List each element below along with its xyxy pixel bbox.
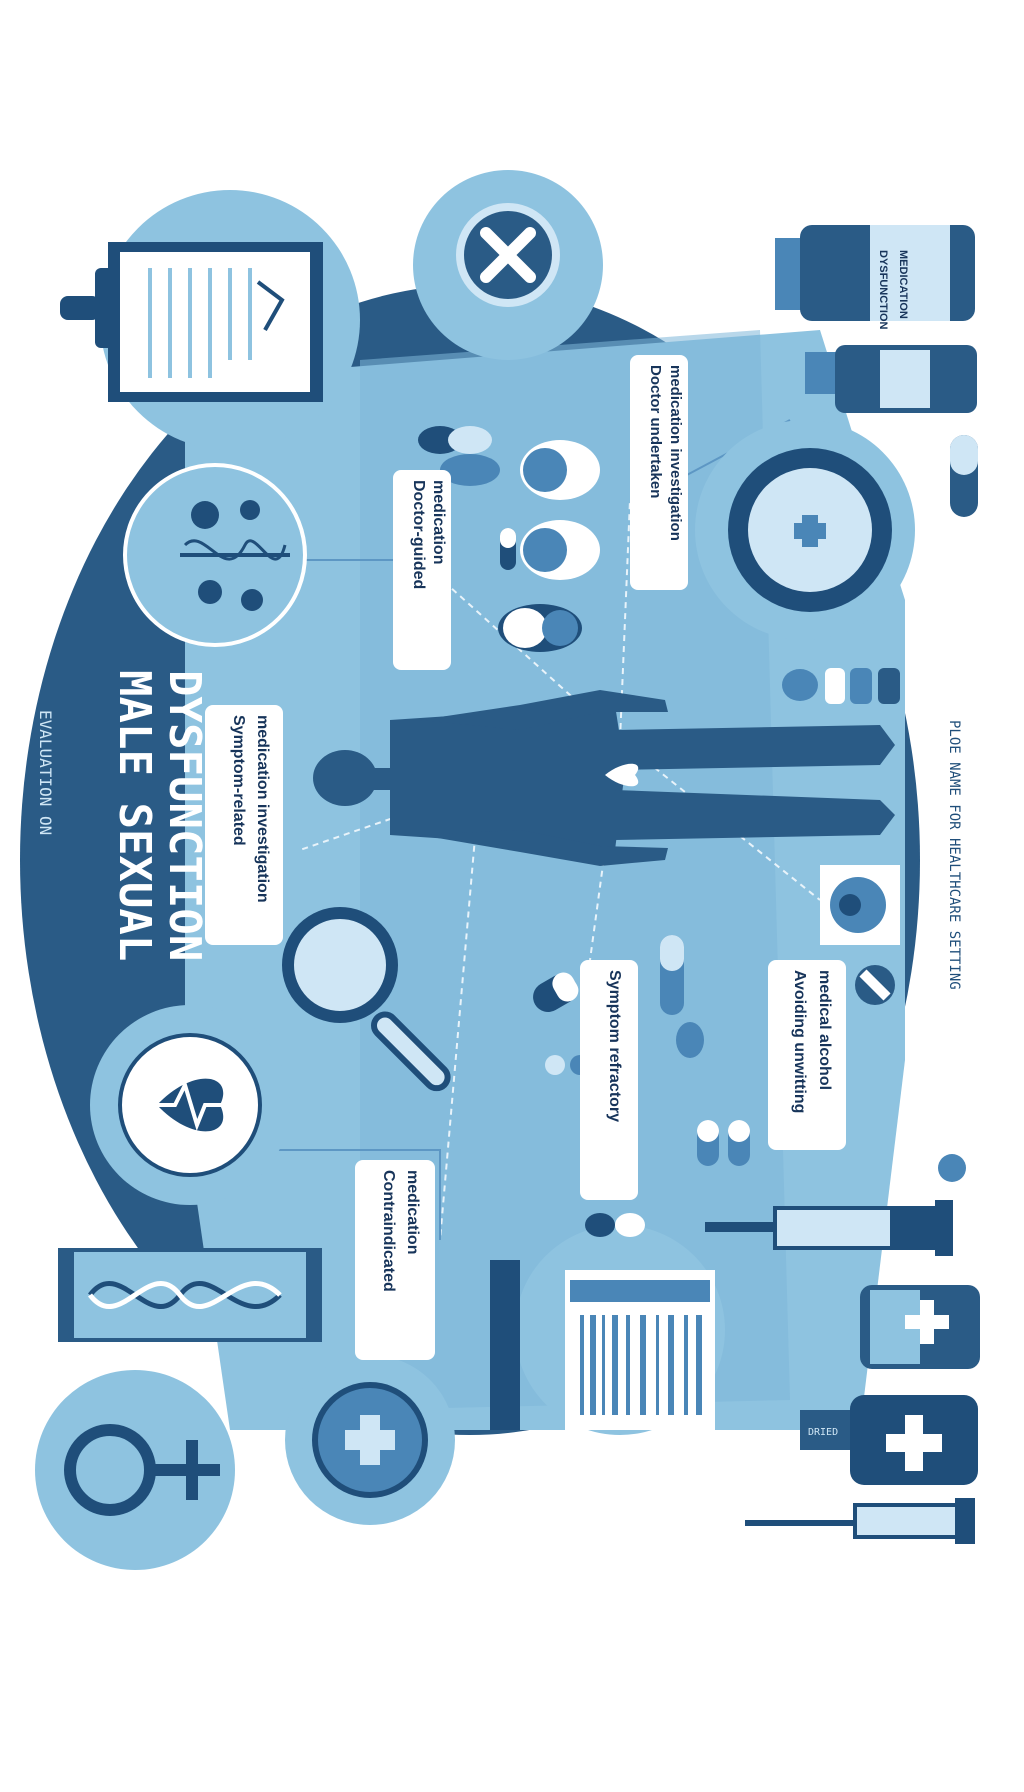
label-symptom-refractory-line1: Symptom refractory: [606, 970, 623, 1122]
label-avoiding-alcohol: Avoiding unwitting medical alcohol: [768, 960, 846, 1150]
label-contraindicated: Contraindicated medication: [355, 1160, 435, 1360]
human-silhouette-icon: [313, 690, 895, 866]
bottle-label-1: DYSFUNCTION: [877, 250, 889, 330]
label-contraindicated-line2: medication: [404, 1170, 421, 1254]
label-doctor-undertaken: Doctor undertaken medication investigati…: [630, 355, 688, 590]
bottle-label-2: MEDICATION: [897, 250, 909, 319]
label-avoiding-alcohol-line1: Avoiding unwitting: [791, 970, 808, 1113]
right-pill-icon: [855, 965, 895, 1005]
label-symptom-medication: Symptom-related medication investigation: [205, 705, 283, 945]
heartbeat-icon: [150, 1078, 232, 1132]
inner-panel-shade: [360, 330, 790, 1410]
cross-bottle-icon: [860, 1285, 980, 1369]
title-line1: MALE SEXUAL: [109, 670, 160, 961]
title-block: EVALUATION ON MALE SEXUAL DYSFUNCTION: [36, 670, 210, 961]
pills-cluster-icon: [418, 426, 600, 652]
large-cross-bottle-icon: DRIED: [800, 1395, 978, 1485]
syringe-bottom-icon: [745, 1498, 975, 1544]
bottle-large-icon: DYSFUNCTION MEDICATION: [775, 225, 975, 330]
clipboard-icon: [60, 242, 323, 402]
magnifier-icon: [282, 907, 451, 1092]
cross-icon-bottom: [345, 1415, 395, 1465]
x-icon: [480, 227, 536, 283]
title-line2: DYSFUNCTION: [159, 670, 210, 961]
label-doctor-guided: Doctor-guided medication: [393, 470, 451, 670]
syringe-top-icon: [705, 1154, 966, 1256]
label-symptom-medication-line1: Symptom-related: [230, 715, 247, 846]
label-doctor-undertaken-line2: medication investigation: [667, 365, 684, 541]
eye-target-icon: [820, 865, 900, 945]
label-avoiding-alcohol-line2: medical alcohol: [816, 970, 833, 1090]
title-kicker: EVALUATION ON: [36, 710, 55, 835]
female-symbol-icon: [64, 1424, 220, 1516]
label-symptom-medication-line2: medication investigation: [254, 715, 271, 903]
label-doctor-guided-line2: medication: [430, 480, 447, 564]
bottle-small-icon: [805, 345, 977, 413]
label-doctor-undertaken-line1: Doctor undertaken: [647, 365, 664, 498]
small-pills-icon: [533, 935, 750, 1237]
dna-icon: [58, 1248, 322, 1342]
caduceus-icon: [180, 500, 290, 611]
side-caption: PLOE NAME FOR HEALTHCARE SETTING: [946, 720, 962, 990]
label-doctor-guided-line1: Doctor-guided: [410, 480, 427, 589]
label-symptom-refractory: Symptom refractory: [580, 960, 638, 1200]
medical-cross-icon: [794, 515, 826, 547]
right-pills-icon: [782, 668, 900, 704]
dark-column: [490, 1260, 520, 1430]
small-bottle-label: DRIED: [808, 1427, 838, 1438]
label-contraindicated-line1: Contraindicated: [380, 1170, 397, 1292]
gender-circle: [35, 1370, 235, 1570]
heart-icon: [605, 763, 639, 787]
capsule-icon: [950, 435, 978, 517]
document-icon: [565, 1270, 715, 1430]
